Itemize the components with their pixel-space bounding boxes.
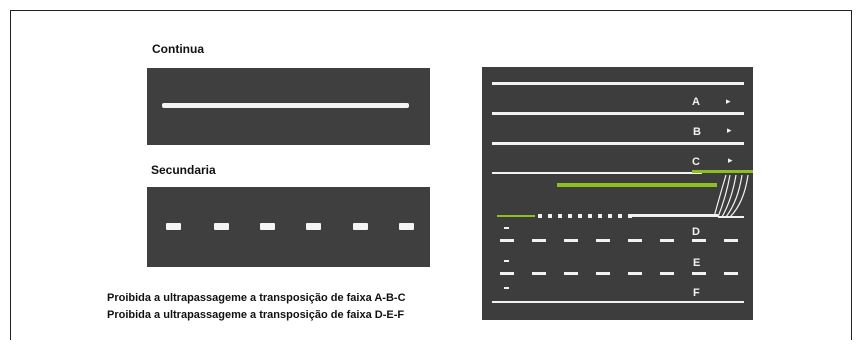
green-marking bbox=[557, 183, 717, 187]
dash-marking bbox=[214, 223, 229, 230]
dashed-row bbox=[500, 239, 738, 242]
note-abc: Proibida a ultrapassageme a transposição… bbox=[107, 292, 406, 304]
lane-line bbox=[492, 172, 702, 174]
dash-marking bbox=[353, 223, 368, 230]
secundaria-label: Secundaria bbox=[151, 163, 216, 177]
lane-diagram: A B C ▸ ▸ ▸ D E F bbox=[482, 67, 753, 320]
gore-lines bbox=[713, 174, 749, 218]
arrow-icon: ▸ bbox=[727, 126, 732, 136]
dashed-line-road bbox=[147, 187, 430, 267]
lane-diagram-svg: A B C ▸ ▸ ▸ D E F bbox=[492, 82, 753, 303]
lane-line bbox=[632, 214, 718, 217]
continuous-line-marking bbox=[162, 103, 409, 108]
green-marking bbox=[497, 215, 535, 217]
lane-letter-f: F bbox=[693, 287, 700, 299]
green-marking bbox=[692, 170, 753, 173]
lane-ticks bbox=[504, 227, 509, 289]
lane-letter-c: C bbox=[692, 156, 700, 168]
continuous-line-road bbox=[147, 68, 430, 145]
lane-line bbox=[492, 112, 744, 115]
lane-letter-d: D bbox=[692, 226, 700, 238]
dotted-transition bbox=[538, 214, 632, 218]
figure-frame bbox=[10, 10, 852, 340]
dash-marking bbox=[399, 223, 414, 230]
lane-line bbox=[492, 82, 744, 85]
lane-line bbox=[492, 142, 744, 145]
lane-letter-b: B bbox=[693, 126, 701, 138]
arrow-icon: ▸ bbox=[728, 156, 733, 166]
lane-letter-e: E bbox=[693, 257, 700, 269]
restriction-notes: Proibida a ultrapassageme a transposição… bbox=[107, 290, 406, 324]
arrow-icon: ▸ bbox=[726, 97, 731, 107]
dash-marking bbox=[260, 223, 275, 230]
lane-line bbox=[492, 301, 744, 303]
dashed-row bbox=[500, 272, 738, 275]
note-def: Proibida a ultrapassageme a transposição… bbox=[107, 309, 405, 321]
continua-label: Continua bbox=[152, 42, 204, 56]
dash-marking bbox=[166, 223, 181, 230]
lane-letter-a: A bbox=[692, 96, 700, 108]
dash-marking bbox=[306, 223, 321, 230]
lane-line bbox=[718, 216, 744, 218]
